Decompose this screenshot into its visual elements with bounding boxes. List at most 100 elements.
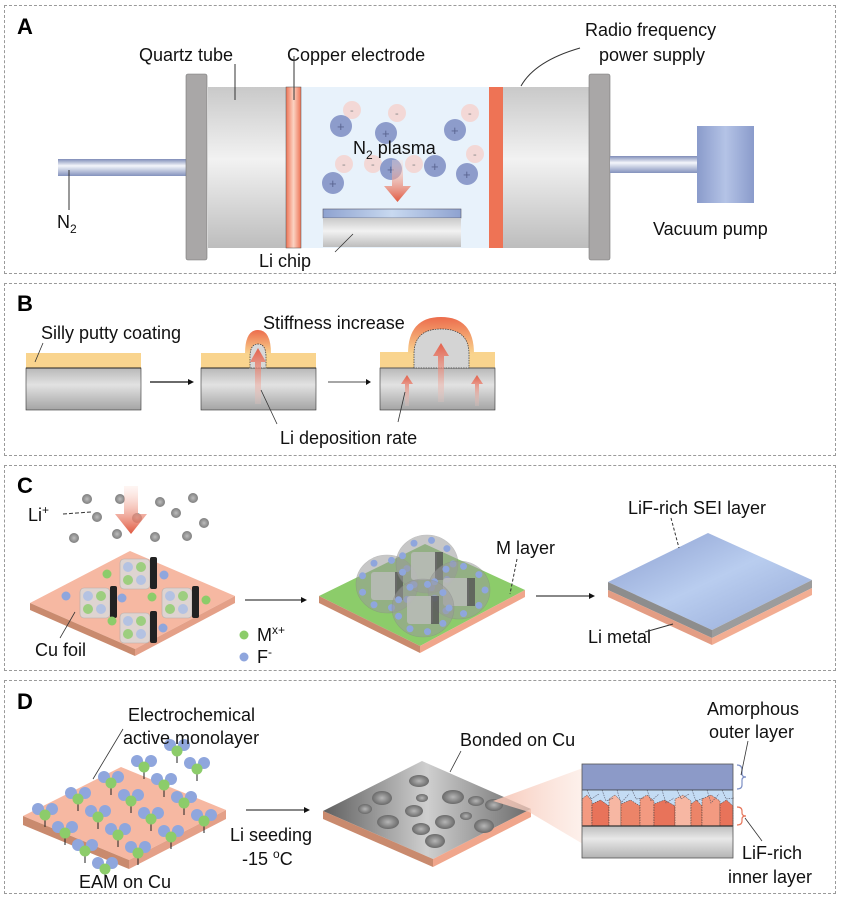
anion-sign: - <box>371 159 375 171</box>
bonded-leader <box>449 750 462 773</box>
bonded-li-plate <box>323 761 531 859</box>
li-nucleus <box>409 775 429 787</box>
li-ion <box>92 512 102 522</box>
ion-in-cube <box>136 562 146 572</box>
grain-boundary <box>586 789 600 800</box>
cation-sign: + <box>463 167 471 182</box>
f-ion <box>359 572 367 580</box>
cu-foil-base <box>608 590 712 645</box>
grain-boundary <box>691 789 705 802</box>
cu-foil-leader <box>59 611 76 639</box>
li-ion <box>150 532 160 542</box>
f-ion <box>428 536 436 544</box>
f-ion <box>481 586 489 594</box>
outer-layer-label-line1: Amorphous <box>707 699 799 719</box>
core-group <box>158 779 170 791</box>
dome-core <box>407 596 433 624</box>
cation <box>456 163 478 185</box>
li-metal-layer <box>608 582 712 638</box>
ion-in-cube <box>136 629 146 639</box>
deposition-rate-label: Li deposition rate <box>280 428 417 448</box>
li-ion <box>182 531 192 541</box>
lif-grain <box>639 794 655 827</box>
core-group <box>165 831 177 843</box>
panel-letter-b: B <box>17 291 33 316</box>
ion-in-cube <box>123 629 133 639</box>
inner-layer-label-line1: LiF-rich <box>742 843 802 863</box>
cube-side <box>192 586 199 618</box>
coating-layer-1 <box>26 353 141 368</box>
panel-d-eam: D Electrochemical active monolayer EAM o… <box>4 680 836 894</box>
panel-a-plasma-setup: A N2 Vacuum pump Li chip -------+++++++ … <box>4 5 836 274</box>
f-ion <box>395 612 403 620</box>
li-ion-leader <box>62 511 92 515</box>
anion <box>388 104 406 122</box>
core-group <box>198 815 210 827</box>
anion <box>343 101 361 119</box>
anion <box>466 145 484 163</box>
lif-grains <box>581 789 735 827</box>
cation-sign: + <box>382 126 390 141</box>
li-nucleus <box>358 804 372 814</box>
dome-core <box>371 572 397 600</box>
template-cubes <box>61 557 211 644</box>
li-nuclei <box>358 775 503 848</box>
f-ion-legend-dot <box>239 652 249 662</box>
anion-sign: - <box>468 108 472 120</box>
cation-sign: + <box>329 176 337 191</box>
cation-sign: + <box>337 119 345 134</box>
cation <box>322 172 344 194</box>
stiffness-label: Stiffness increase <box>263 313 405 333</box>
magnification-beam <box>493 768 583 844</box>
seeding-temp-label: -15 oC <box>242 847 293 869</box>
pump-pipe <box>610 156 698 173</box>
f-ion <box>439 589 447 597</box>
cation-sign: + <box>387 162 395 177</box>
m-layer-label: M layer <box>496 538 555 558</box>
seeding-label: Li seeding <box>230 825 312 845</box>
coating-leader <box>34 342 44 363</box>
core-group <box>178 797 190 809</box>
silly-putty-diagram: B Silly putty coating Stiffness increase… <box>17 291 496 448</box>
dome-core-side <box>435 552 443 580</box>
core-group <box>92 811 104 823</box>
lif-grain <box>674 794 692 827</box>
li-nucleus <box>468 796 484 806</box>
li-ion <box>69 533 79 543</box>
lif-grain <box>591 799 610 827</box>
inner-layer-brace <box>736 806 747 826</box>
lif-grain <box>608 794 622 827</box>
f-ion <box>443 545 451 553</box>
grain-boundary <box>646 789 660 802</box>
core-group <box>72 793 84 805</box>
deposition-arrow-right-3 <box>471 375 483 406</box>
li-nucleus <box>416 794 428 802</box>
free-ion <box>201 595 211 605</box>
li-nucleus <box>460 812 472 820</box>
eam-cu-plate <box>23 767 226 860</box>
outer-layer-leader <box>740 740 749 776</box>
f-ion <box>406 583 414 591</box>
inner-layer-leader <box>744 817 763 842</box>
cube-side <box>110 586 117 618</box>
deposition-arrow-center-2 <box>250 348 266 404</box>
li-ion <box>112 529 122 539</box>
deposition-arrow-center-3 <box>433 343 449 402</box>
f-ion <box>442 565 450 573</box>
cu-foil-label: Cu foil <box>35 640 86 660</box>
vacuum-pump-label: Vacuum pump <box>653 219 768 239</box>
li-nucleus <box>425 834 445 848</box>
core-group <box>39 809 51 821</box>
free-ion <box>159 570 169 580</box>
plasma-ions: -------+++++++ <box>322 101 484 194</box>
m-layer-leader <box>509 558 518 595</box>
free-ion <box>61 591 71 601</box>
free-ion <box>102 569 112 579</box>
eam-leader <box>92 728 124 780</box>
f-ion <box>410 539 418 547</box>
li-nucleus <box>377 815 399 829</box>
core-group <box>191 763 203 775</box>
f-ion <box>424 628 432 636</box>
ion-in-cube <box>178 604 188 614</box>
panel-c-sei-formation: C Li+ Cu foil Mx+ F- M layer <box>4 465 836 671</box>
